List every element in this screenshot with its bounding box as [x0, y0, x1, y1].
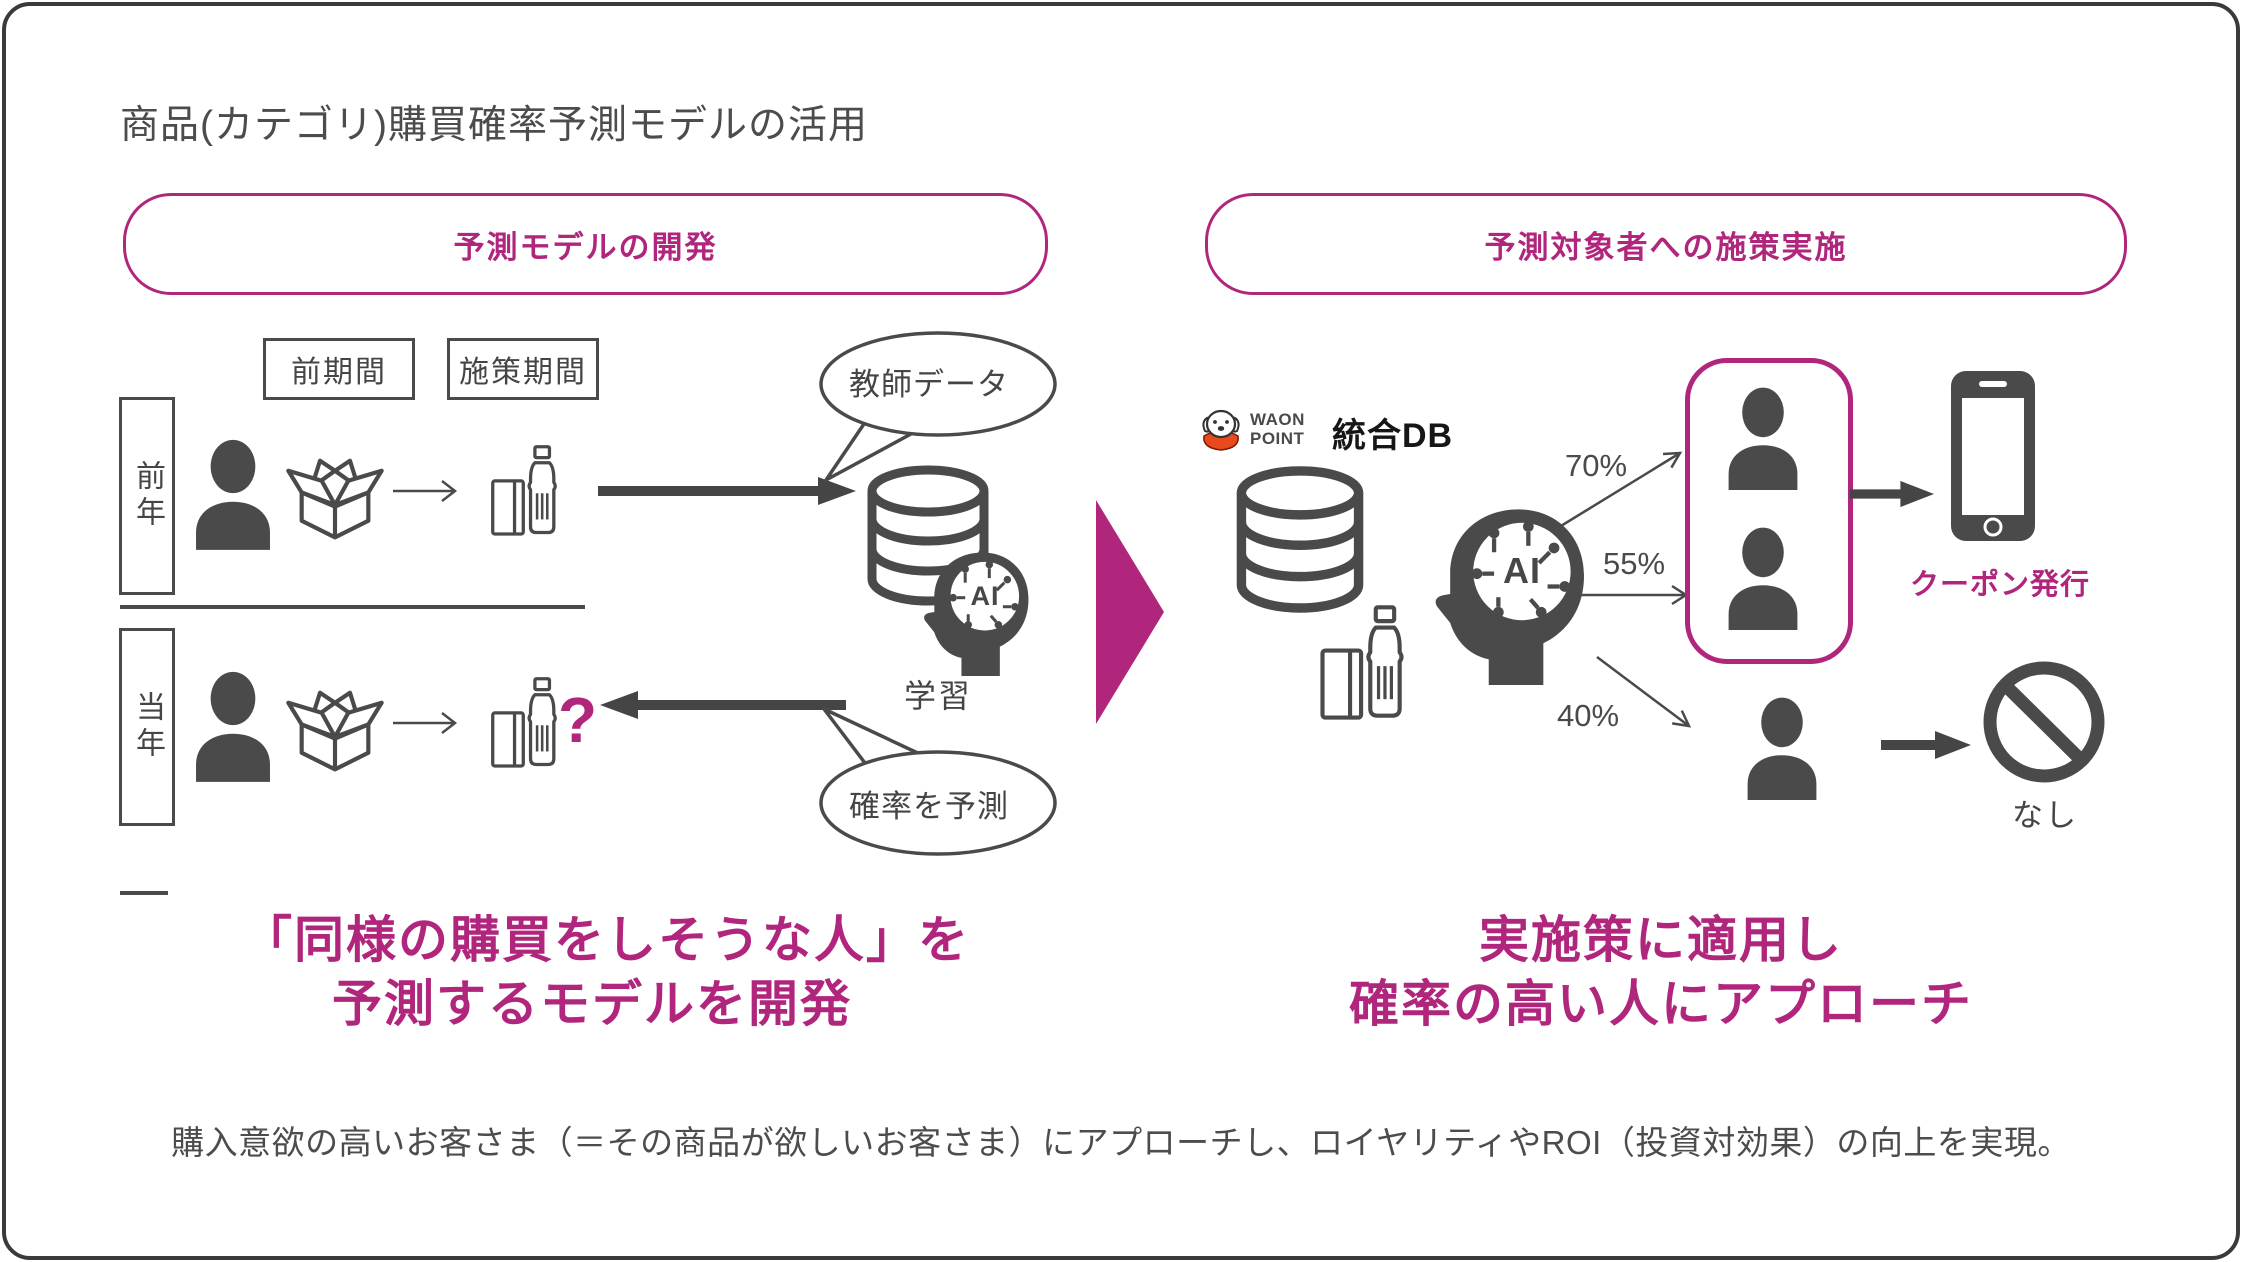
prior-period-label-box: 前期間 — [263, 338, 415, 400]
person-icon — [1723, 380, 1803, 496]
current-year-label: 当年 — [131, 691, 164, 763]
open-box-icon — [285, 436, 385, 548]
waon-logo-text: WAON POINT — [1250, 410, 1305, 448]
database-icon — [1232, 458, 1368, 622]
person-icon — [1742, 690, 1822, 806]
products-icon — [1310, 600, 1414, 724]
left-headline: 「同様の購買をしそうな人」を 予測するモデルを開発 — [242, 908, 970, 1036]
percent-label-70: 70% — [1565, 448, 1628, 483]
stage-transition-arrow-icon — [1096, 500, 1164, 724]
right-headline-line1: 実施策に適用し — [1479, 912, 1843, 968]
implementation-pill-label: 予測対象者への施策実施 — [1484, 229, 1848, 265]
implementation-pill: 予測対象者への施策実施 — [1205, 193, 2127, 295]
thick-arrow-right-icon — [1880, 731, 1972, 759]
previous-year-label-box: 前年 — [119, 397, 175, 595]
left-headline-line1: 「同様の購買をしそうな人」を — [242, 912, 970, 968]
open-box-icon — [285, 668, 385, 780]
coupon-label: クーポン発行 — [1909, 569, 2090, 601]
probability-arrow-40 — [1596, 656, 1692, 728]
teacher-data-bubble — [819, 331, 1057, 482]
question-mark: ? — [558, 684, 598, 756]
prior-period-label: 前期間 — [291, 356, 387, 389]
learning-label: 学習 — [903, 678, 972, 714]
percent-label-55: 55% — [1603, 546, 1666, 581]
right-thin-arrow-icon — [392, 476, 462, 506]
predict-probability-bubble — [819, 707, 1057, 856]
person-icon — [1723, 520, 1803, 636]
right-headline: 実施策に適用し 確率の高い人にアプローチ — [1311, 908, 2011, 1036]
footer-note: 購入意欲の高いお客さま（＝その商品が欲しいお客さま）にアプローチし、ロイヤリティ… — [171, 1124, 2071, 1161]
thick-arrow-right-icon — [1850, 480, 1934, 508]
development-pill-label: 予測モデルの開発 — [453, 229, 718, 265]
probability-arrow-55 — [1573, 584, 1689, 606]
no-action-label: なし — [2012, 797, 2078, 833]
waon-logo-line2: POINT — [1250, 429, 1305, 448]
teacher-data-label: 教師データ — [849, 366, 1009, 402]
left-headline-line2: 予測するモデルを開発 — [332, 976, 852, 1032]
no-action-icon — [1982, 660, 2106, 784]
measure-period-label: 施策期間 — [459, 356, 587, 389]
probability-arrow-70 — [1555, 451, 1683, 531]
measure-period-label-box: 施策期間 — [447, 338, 599, 400]
row-divider-line — [120, 605, 585, 609]
integrated-db-label: 統合DB — [1332, 417, 1454, 455]
development-pill: 予測モデルの開発 — [123, 193, 1048, 295]
waon-mascot-icon — [1202, 409, 1240, 451]
percent-label-40: 40% — [1557, 698, 1620, 733]
right-headline-line2: 確率の高い人にアプローチ — [1349, 976, 1973, 1032]
waon-logo-line1: WAON — [1250, 410, 1305, 429]
predict-probability-label: 確率を予測 — [849, 788, 1009, 824]
bottom-short-line — [120, 891, 168, 895]
products-icon — [484, 428, 564, 552]
products-icon — [484, 660, 564, 784]
person-icon — [190, 430, 276, 558]
ai-chip-text: AI — [1503, 550, 1541, 591]
phone-icon — [1948, 368, 2038, 544]
person-icon — [190, 662, 276, 790]
ai-chip-text: AI — [970, 580, 1000, 611]
right-thin-arrow-icon — [392, 708, 462, 738]
page-title: 商品(カテゴリ)購買確率予測モデルの活用 — [120, 104, 868, 147]
previous-year-label: 前年 — [131, 460, 164, 532]
ai-head-icon — [918, 548, 1032, 676]
current-year-label-box: 当年 — [119, 628, 175, 826]
